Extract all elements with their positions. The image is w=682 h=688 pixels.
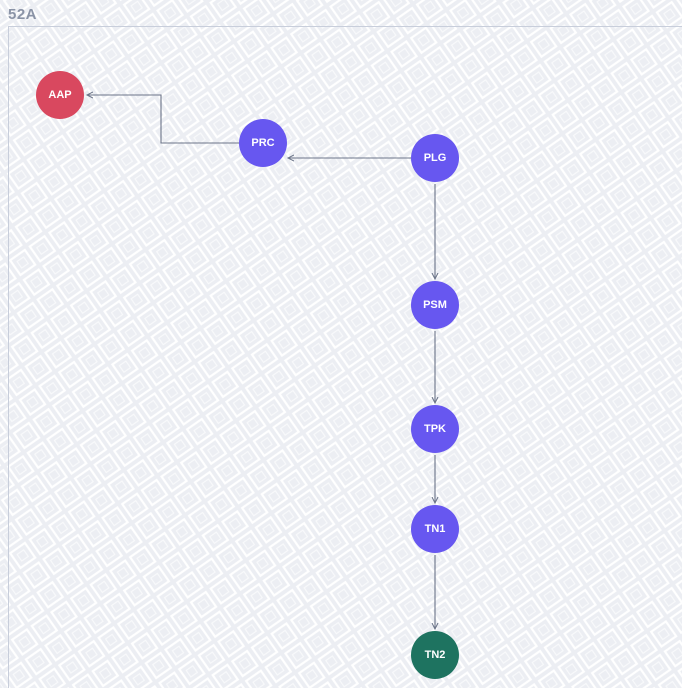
- node-tn2[interactable]: TN2: [411, 631, 459, 679]
- node-label: TN2: [424, 649, 446, 661]
- node-tn1[interactable]: TN1: [411, 505, 459, 553]
- edge-prc-to-aap: [87, 95, 239, 144]
- node-plg[interactable]: PLG: [411, 134, 459, 182]
- node-label: TN1: [424, 523, 446, 535]
- node-aap[interactable]: AAP: [36, 71, 84, 119]
- node-prc[interactable]: PRC: [239, 119, 287, 167]
- node-label: TPK: [424, 423, 446, 435]
- node-label: AAP: [48, 89, 72, 101]
- node-label: PSM: [423, 299, 447, 311]
- node-label: PRC: [251, 137, 275, 149]
- node-tpk[interactable]: TPK: [411, 405, 459, 453]
- frame-top-border: [8, 26, 682, 27]
- node-label: PLG: [423, 152, 447, 164]
- frame-title: 52A: [8, 6, 38, 23]
- node-psm[interactable]: PSM: [411, 281, 459, 329]
- frame-left-border: [8, 26, 9, 688]
